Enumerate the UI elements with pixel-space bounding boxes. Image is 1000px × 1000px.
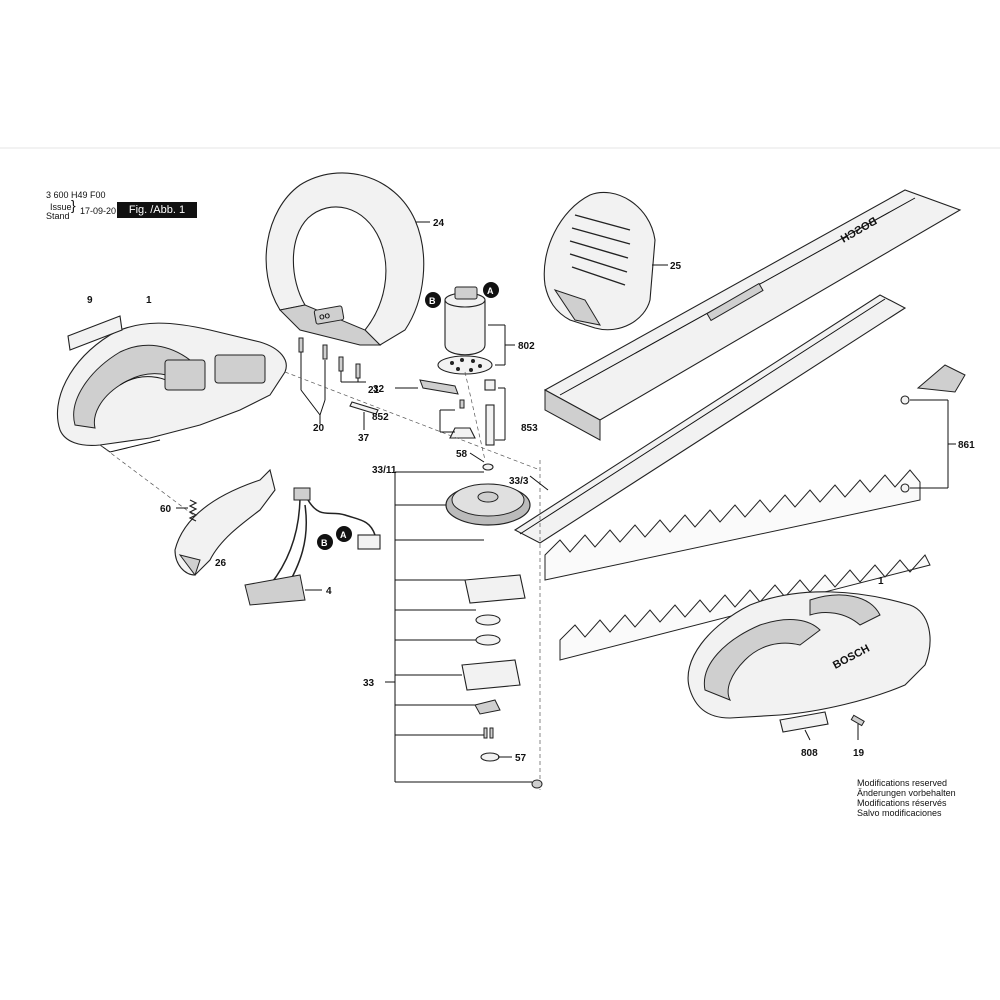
part-number-33-11: 33/11 xyxy=(372,465,397,476)
part-number-853: 853 xyxy=(521,423,538,434)
connector-badge-a-lower: A xyxy=(336,526,352,542)
stand-label: Stand xyxy=(46,211,70,221)
modifications-note-en: Modifications reserved xyxy=(857,778,948,788)
issue-label: Issue xyxy=(50,202,72,212)
svg-text:B: B xyxy=(429,296,436,306)
part-number-32-main: 32 xyxy=(373,384,385,395)
motor-assembly xyxy=(437,286,493,375)
front-handle: OO xyxy=(265,172,425,346)
blade-tip-guard xyxy=(916,364,966,393)
modifications-note-de: Änderungen vorbehalten xyxy=(857,788,956,798)
part-number-9: 9 xyxy=(87,295,93,306)
brace-glyph: } xyxy=(71,197,76,213)
switch-lever xyxy=(174,468,276,577)
document-number: 3 600 H49 F00 xyxy=(46,190,106,200)
front-handle-screws xyxy=(298,337,366,424)
part-number-19: 19 xyxy=(853,748,865,759)
part-number-58: 58 xyxy=(456,449,468,460)
spring xyxy=(188,499,198,522)
svg-text:A: A xyxy=(487,286,494,296)
modifications-note-es: Salvo modificaciones xyxy=(857,808,942,818)
part-number-861: 861 xyxy=(958,440,975,451)
svg-text:B: B xyxy=(321,538,328,548)
issue-date: 17-09-20 xyxy=(80,206,117,216)
connector-badge-b-top: B xyxy=(425,292,441,308)
modifications-note-fr: Modifications réservés xyxy=(857,798,947,808)
label-plate xyxy=(67,315,123,351)
part-number-33-3: 33/3 xyxy=(509,476,529,487)
gear-bearing-parts xyxy=(439,379,506,446)
part-number-808: 808 xyxy=(801,748,818,759)
bracket-33 xyxy=(385,471,532,783)
pin xyxy=(349,401,379,415)
part-number-852: 852 xyxy=(372,412,389,423)
part-number-25: 25 xyxy=(670,261,682,272)
blade-guard-cover xyxy=(543,191,656,331)
part-number-21: 21 xyxy=(368,385,380,396)
part-number-26: 26 xyxy=(215,558,227,569)
connector-badge-a-top: A xyxy=(483,282,499,298)
part-number-802: 802 xyxy=(518,341,535,352)
figure-label: Fig. /Abb. 1 xyxy=(117,202,197,218)
main-gear xyxy=(445,483,531,526)
part-number-60: 60 xyxy=(160,504,172,515)
housing-half-left xyxy=(56,322,287,453)
part-number-37: 37 xyxy=(358,433,370,444)
wiring-harness xyxy=(244,487,381,606)
part-number-20: 20 xyxy=(313,423,325,434)
housing-assembled-right: BOSCH xyxy=(687,591,931,719)
svg-text:OO: OO xyxy=(319,313,331,322)
cam-plate-lower xyxy=(461,659,521,691)
connector-badge-b-lower: B xyxy=(317,534,333,550)
washer xyxy=(482,463,494,471)
blade-rail-lower xyxy=(513,294,907,544)
part-number-1-left: 1 xyxy=(146,295,152,306)
cam-plate-upper xyxy=(464,574,526,604)
rating-plate xyxy=(779,711,829,733)
svg-text:A: A xyxy=(340,530,347,540)
spacer-block xyxy=(419,379,459,395)
blade-rail-upper xyxy=(543,189,962,441)
part-number-33: 33 xyxy=(363,678,375,689)
part-number-57: 57 xyxy=(515,753,527,764)
part-number-1-right: 1 xyxy=(878,576,884,587)
part-number-24: 24 xyxy=(433,218,445,229)
part-number-4: 4 xyxy=(326,586,332,597)
